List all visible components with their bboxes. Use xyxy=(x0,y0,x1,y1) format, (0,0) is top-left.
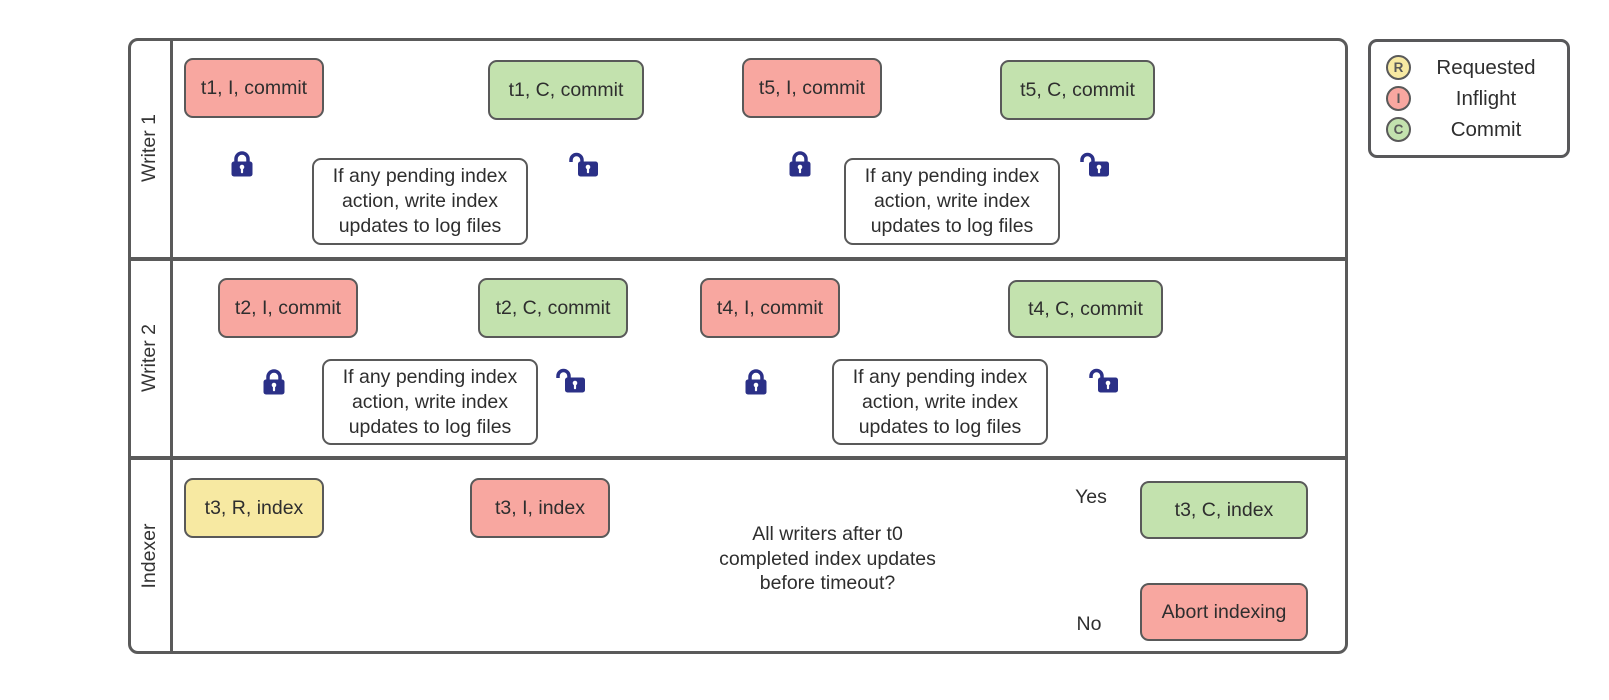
legend: R Requested I Inflight C Commit xyxy=(1368,39,1570,158)
node-t1-commit: t1, C, commit xyxy=(488,60,644,120)
action-line: action, write index xyxy=(873,190,1031,212)
lane-label-writer-1: Writer 1 xyxy=(138,114,160,182)
legend-label: Requested xyxy=(1436,55,1536,79)
node-t4-commit: t4, C, commit xyxy=(1008,280,1163,338)
legend-item-inflight: I Inflight xyxy=(1371,83,1567,114)
action-line: updates to log files xyxy=(348,415,512,438)
action-line: updates to log files xyxy=(870,215,1034,237)
action-line: If any pending index xyxy=(864,165,1040,187)
lane-divider-1 xyxy=(129,257,1347,261)
decision-line: before timeout? xyxy=(759,572,896,594)
node-t3-inflight: t3, I, index xyxy=(470,478,610,538)
node-t3-commit: t3, C, index xyxy=(1140,481,1308,539)
legend-item-requested: R Requested xyxy=(1371,52,1567,83)
legend-label: Commit xyxy=(1450,117,1522,141)
action-line: If any pending index xyxy=(342,365,518,388)
action-line: updates to log files xyxy=(858,415,1022,438)
node-t3-requested: t3, R, index xyxy=(184,478,324,538)
action-line: updates to log files xyxy=(338,215,502,237)
legend-item-commit: C Commit xyxy=(1371,114,1567,145)
action-box-writer2-t2: If any pending index action, write index… xyxy=(322,359,538,445)
lane-label-writer-2: Writer 2 xyxy=(138,324,160,392)
branch-label-no: No xyxy=(1076,613,1102,635)
action-line: action, write index xyxy=(341,190,499,212)
lane-divider-2 xyxy=(129,456,1347,460)
node-t2-commit: t2, C, commit xyxy=(478,278,628,338)
lane-label-divider xyxy=(170,39,173,653)
swimlane-frame xyxy=(128,38,1348,654)
commit-swatch-icon: C xyxy=(1386,117,1411,142)
node-t5-commit: t5, C, commit xyxy=(1000,60,1155,120)
action-box-writer1-t1: If any pending index action, write index… xyxy=(312,158,528,245)
action-line: action, write index xyxy=(861,390,1019,413)
node-t4-inflight: t4, I, commit xyxy=(700,278,840,338)
inflight-swatch-icon: I xyxy=(1386,86,1411,111)
action-line: If any pending index xyxy=(332,165,508,187)
legend-label: Inflight xyxy=(1455,86,1517,110)
node-t5-inflight: t5, I, commit xyxy=(742,58,882,118)
decision-line: All writers after t0 xyxy=(752,523,903,545)
node-abort-indexing: Abort indexing xyxy=(1140,583,1308,641)
branch-label-yes: Yes xyxy=(1075,486,1107,508)
lane-label-indexer: Indexer xyxy=(138,523,160,589)
decision-line: completed index updates xyxy=(719,547,936,570)
action-line: action, write index xyxy=(351,390,509,413)
decision-text: All writers after t0 completed index upd… xyxy=(700,522,955,596)
node-t1-inflight: t1, I, commit xyxy=(184,58,324,118)
requested-swatch-icon: R xyxy=(1386,55,1411,80)
action-box-writer2-t4: If any pending index action, write index… xyxy=(832,359,1048,445)
action-box-writer1-t5: If any pending index action, write index… xyxy=(844,158,1060,245)
action-line: If any pending index xyxy=(852,365,1028,388)
node-t2-inflight: t2, I, commit xyxy=(218,278,358,338)
